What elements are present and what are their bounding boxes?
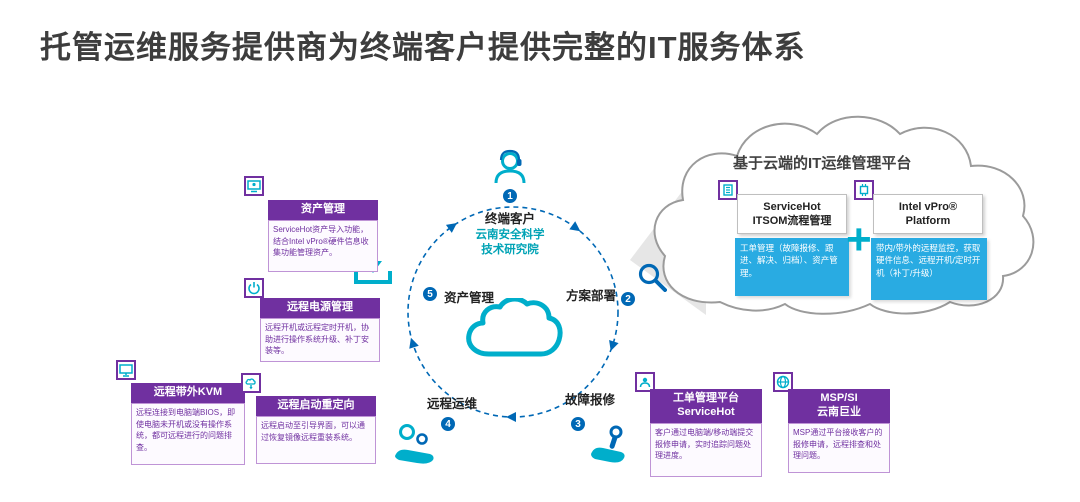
step-number-4: 4 <box>439 415 457 433</box>
cpu-icon <box>859 184 869 196</box>
step-label-terminal-customer: 终端客户 <box>484 212 535 226</box>
msp-card-chip <box>773 372 793 392</box>
customer-org-name: 云南安全科学 技术研究院 <box>475 229 545 256</box>
building-icon <box>723 184 733 196</box>
kvm-card-chip <box>116 360 136 380</box>
hand-wrench-icon <box>587 423 631 472</box>
kvm-card-body: 远程连接到电脑端BIOS，即使电脑未开机或没有操作系统，都可远程进行的问题排查。 <box>131 403 245 465</box>
plus-sign: + <box>846 215 872 264</box>
servicehot-itsom-desc: 工单管理（故障报修、跟进、解决、归档）、资产管理。 <box>735 238 849 296</box>
monitor-person-icon <box>247 180 261 193</box>
servicehot-chip <box>718 180 738 200</box>
step-label-fault-report: 故障报修 <box>565 393 616 407</box>
power-icon <box>248 282 260 295</box>
cloud-panel-title: 基于云端的IT运维管理平台 <box>733 155 912 172</box>
kvm-card-title: 远程带外KVM <box>131 383 245 403</box>
asset-card-title: 资产管理 <box>268 200 378 220</box>
customer-person-icon <box>489 148 531 189</box>
step-number-3: 3 <box>569 415 587 433</box>
cycle-arrow-icon <box>409 337 419 349</box>
cycle-arrow-icon <box>569 221 581 232</box>
step-number-5: 5 <box>421 285 439 303</box>
ticket-card-title: 工单管理平台 ServiceHot <box>650 389 762 423</box>
msp-card-body: MSP通过平台接收客户的报修申请，远程排查和处理问题。 <box>788 423 890 473</box>
magnifier-icon <box>637 262 667 297</box>
page-title: 托管运维服务提供商为终端客户提供完整的IT服务体系 <box>40 30 806 65</box>
step-number-2: 2 <box>619 290 637 308</box>
redirect-card-title: 远程启动重定向 <box>256 396 376 416</box>
power-card-chip <box>244 278 264 298</box>
asset-card-chip <box>244 176 264 196</box>
agent-person-icon <box>639 377 651 388</box>
hand-gear-icon <box>392 420 440 469</box>
msp-card-title: MSP/SI 云南巨业 <box>788 389 890 423</box>
globe-icon <box>776 375 790 389</box>
monitor-icon <box>119 364 133 377</box>
cloud-outline <box>653 115 1035 315</box>
ticket-card-chip <box>635 372 655 392</box>
vpro-chip <box>854 180 874 200</box>
intel-vpro-name: Intel vPro® Platform <box>873 194 983 234</box>
redirect-card-chip <box>241 373 261 393</box>
power-card-body: 远程开机或远程定时开机，协助进行操作系统升级、补丁安装等。 <box>260 318 380 362</box>
step-label-remote-ops: 远程运维 <box>427 397 478 411</box>
asset-card-body: ServiceHot资产导入功能，结合Intel vPro®硬件信息收集功能管理… <box>268 220 378 272</box>
cycle-arrow-icon <box>506 412 516 422</box>
cycle-arrow-icon <box>609 340 619 352</box>
ticket-card-body: 客户通过电脑端/移动端提交报修申请，实时追踪问题处理进度。 <box>650 423 762 477</box>
redirect-card-body: 远程启动至引导界面，可以通过恢复镜像远程重装系统。 <box>256 416 376 464</box>
cloud-download-icon <box>245 378 256 390</box>
servicehot-itsom-name: ServiceHot ITSOM流程管理 <box>737 194 847 234</box>
step-label-solution-deploy: 方案部署 <box>566 289 617 303</box>
cycle-arrow-icon <box>445 222 457 233</box>
step-number-1: 1 <box>501 187 519 205</box>
intel-vpro-desc: 带内/带外的远程监控，获取硬件信息、远程开机/定时开机（补丁/升级） <box>871 238 987 300</box>
power-card-title: 远程电源管理 <box>260 298 380 318</box>
step-label-asset-mgmt: 资产管理 <box>444 291 495 305</box>
center-cloud-icon <box>461 296 565 367</box>
